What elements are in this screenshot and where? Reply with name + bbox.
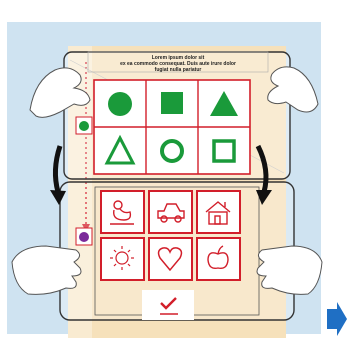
tile-car [148, 190, 193, 234]
square-icon [161, 92, 183, 114]
sun-icon [110, 246, 134, 270]
circle-icon [108, 92, 132, 116]
bottom-left-hand [11, 245, 82, 295]
caption-line-1: Lorem ipsum dolor sit [151, 55, 205, 61]
triangle-icon [210, 91, 238, 116]
top-marker-dot [79, 121, 89, 131]
right-arrowhead [256, 190, 272, 205]
tile-apple [196, 237, 241, 281]
right-curved-arrow [255, 144, 269, 193]
caption-line-2: ex ea commodo consequat. Duis aute irure… [120, 61, 236, 67]
triangle-outline-icon [104, 134, 136, 165]
bottom-marker-dot [79, 232, 89, 242]
caption-line-3: fugiat nulla pariatur [154, 67, 202, 73]
checkmark-icon [160, 297, 177, 310]
tile-sun [100, 237, 145, 281]
heart-icon [157, 247, 183, 272]
bottom-right-hand [256, 245, 323, 295]
house-icon [205, 201, 231, 225]
tile-heart [148, 237, 193, 281]
left-curved-arrow [52, 145, 63, 193]
square-outline-icon [212, 139, 236, 163]
caption-box [87, 51, 269, 73]
top-left-hand [29, 67, 91, 118]
left-arrowhead [50, 190, 66, 205]
circle-outline-icon [160, 139, 184, 163]
apple-icon [207, 245, 229, 270]
duck-icon [110, 200, 134, 225]
caption-text: Lorem ipsum dolor sit ex ea commodo cons… [70, 55, 286, 73]
top-right-hand [267, 66, 319, 113]
car-icon [157, 203, 185, 223]
next-arrow-icon [327, 302, 347, 336]
